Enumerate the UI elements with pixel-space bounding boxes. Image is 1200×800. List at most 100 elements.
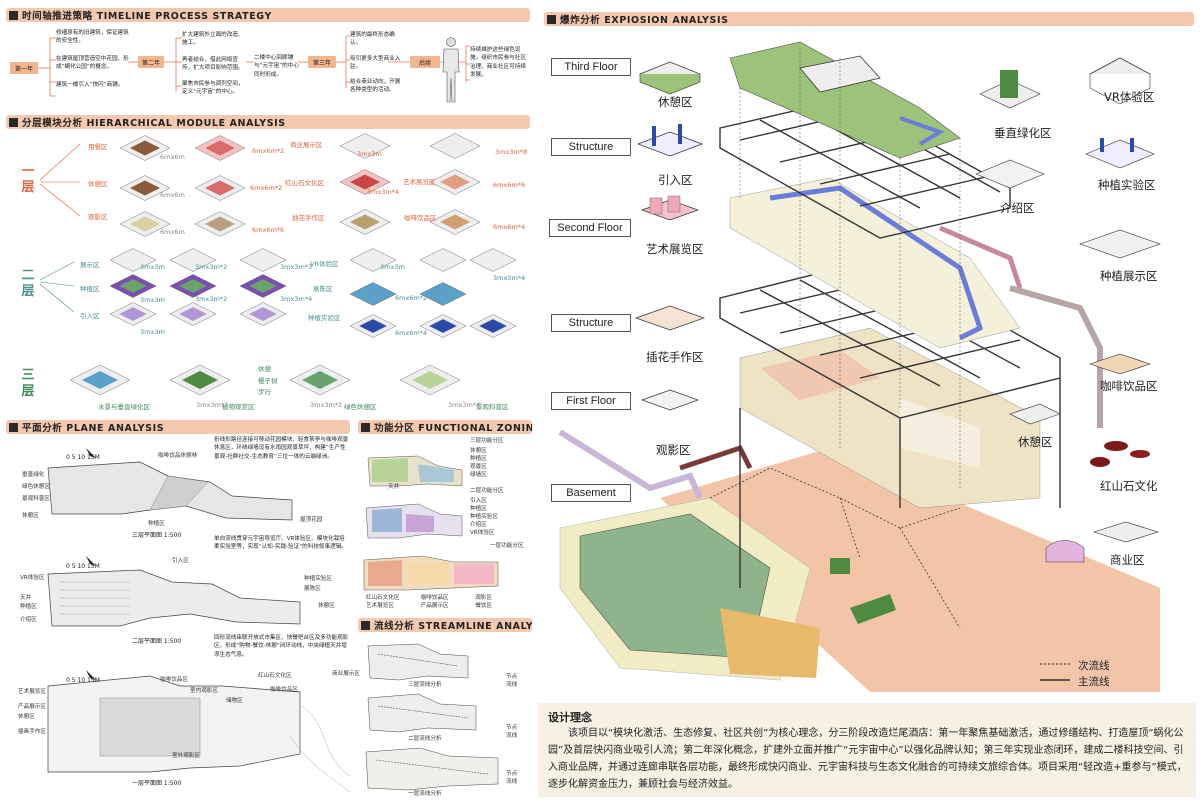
module-tile xyxy=(239,248,287,272)
timeline-header: 时间轴推进策略 TIMELINE PROCESS STRATEGY xyxy=(6,8,530,22)
p3-label: 绿色休憩区 xyxy=(22,484,50,490)
legend-main-flow: 主流线 xyxy=(1078,676,1110,688)
p2-label: VR体验区 xyxy=(20,575,45,581)
module-label-cinema: 观影区 xyxy=(88,213,108,221)
module-inner xyxy=(82,371,118,389)
p3-label: 休憩区 xyxy=(22,513,39,519)
zone-flower: 插花手作区 xyxy=(646,350,704,364)
p1-label: 插画手作区 xyxy=(18,729,46,735)
year3-box: 第三年 xyxy=(308,56,336,68)
dim: 3mx3m*2 xyxy=(195,295,228,303)
dim: 6mx6m*4 xyxy=(395,329,428,337)
zone-cafe: 咖啡饮品区 xyxy=(1100,379,1158,393)
p2-label: 种植区 xyxy=(20,604,37,610)
module-tile xyxy=(419,282,467,306)
zone-plant-lab: 种植实验区 xyxy=(1098,178,1156,192)
y3-item-2: 吸引更多大型商业入驻。 xyxy=(350,56,401,71)
module-inner xyxy=(130,216,160,232)
module-label-dining: 用餐区 xyxy=(88,143,108,151)
legend-item: 观影区 xyxy=(475,595,493,601)
header-square-icon xyxy=(361,422,370,432)
plane-2-desc: 单向流线贯穿元宇宙导览厅、VR体验区、模块化栽培柔实验室等，实现“认知-实践-验… xyxy=(214,536,347,551)
dim: 3mx3m*8 xyxy=(495,148,528,156)
stream-header: 流线分析 STREAMLINE ANALYSIS xyxy=(358,618,532,632)
module-tile xyxy=(349,282,397,306)
header-square-icon xyxy=(9,117,18,127)
zone-commerce: 商业区 xyxy=(1110,553,1145,567)
plane-3-desc: 折线形路径连接可移动花园模块、轻食茶亭与咖啡观景休息区，环绕绿墙设有水雨园观景草… xyxy=(214,437,349,460)
zone-redstone: 红山石文化 xyxy=(1100,479,1158,493)
floor-label-third: Third Floor xyxy=(551,58,631,76)
plane-header: 平面分析 PLANE ANALYSIS xyxy=(6,420,350,434)
p3-label: 种植区 xyxy=(148,521,165,527)
streamline-drawings xyxy=(365,643,499,791)
module-inner xyxy=(182,371,218,389)
func-well: 天井 xyxy=(388,484,400,490)
module-inner xyxy=(130,180,160,196)
p3-label: 景观科普区 xyxy=(22,496,50,502)
p1-label: 咖啡饮品区 xyxy=(160,677,188,683)
dim: 3mx3m*4 xyxy=(493,274,526,282)
dim: 6mx6m xyxy=(160,153,185,161)
person-figure-icon xyxy=(442,37,460,103)
legend-item: 介绍区 xyxy=(470,522,487,528)
zone-plant-show: 种植展示区 xyxy=(1100,269,1158,283)
module-inner xyxy=(205,216,235,232)
dim: 3mx3m*2 xyxy=(310,401,343,409)
header-square-icon xyxy=(361,620,370,630)
p2-label: 介绍区 xyxy=(20,617,37,623)
module-label-planting-view: 植物观赏区 xyxy=(222,403,255,411)
legend-item: 观景区 xyxy=(470,464,487,470)
design-concept-panel: 设计理念 该项目以“模块化激活、生态修复、社区共创”为核心理念，分三阶段改造烂尾… xyxy=(538,703,1196,797)
y1-item-1: 修缮原有的旧建筑，保证建筑的安全性。 xyxy=(56,30,129,45)
p1-label: 储物区 xyxy=(226,698,243,704)
module-label-plant: 种植区 xyxy=(80,285,100,293)
module-label-show: 展示区 xyxy=(80,261,100,269)
legend-item: 产品展示区 xyxy=(420,603,449,609)
y1-item-3: 建筑一楼引入“快闪”商铺。 xyxy=(56,82,124,88)
dim: 6mx6m*6 xyxy=(493,181,526,189)
module-label-green-rest: 绿色休憩区 xyxy=(344,403,377,411)
dim: 3mx3m*4 xyxy=(280,295,313,303)
dim: 6mx6m xyxy=(160,228,185,236)
legend-item: 种植实验区 xyxy=(470,514,498,520)
p1-label: 咖啡饮品区 xyxy=(270,687,298,693)
dim: 3mx3m xyxy=(380,263,405,271)
legend-item: 咖啡饮品区 xyxy=(420,595,449,601)
func-header: 功能分区 FUNCTIONAL ZONING xyxy=(358,420,532,434)
plane-scale-1: 0 5 10 15M xyxy=(66,677,100,684)
floor-label-structure-2: Structure xyxy=(551,314,631,332)
p1-label: 产品展示区 xyxy=(18,704,46,710)
module-label-science: 景观科普区 xyxy=(476,403,509,411)
y1-item-2: 在建筑屋顶营造空中花园，形成“蜗化公园”的概念。 xyxy=(56,56,129,71)
dim: 3mx3m*4 xyxy=(448,401,481,409)
y2-item-2: 再者结合，借此网络宣传，扩大项目影响范围。 xyxy=(182,57,244,72)
legend-item: 艺术展览区 xyxy=(366,603,394,609)
legend-item: 种植区 xyxy=(470,456,487,462)
design-title: 设计理念 xyxy=(548,711,592,724)
dim: 6mx6m*4 xyxy=(493,223,526,231)
hier-modules-drawing xyxy=(39,133,517,396)
legend-item: 引入区 xyxy=(470,498,487,504)
floor1-label: 一层 xyxy=(21,164,35,195)
zone-vertical-green: 垂直绿化区 xyxy=(994,126,1052,140)
header-square-icon xyxy=(9,422,18,432)
module-inner xyxy=(412,371,448,389)
func-zoning-drawings xyxy=(363,455,499,591)
module-label-redstone: 红山石文化区 xyxy=(285,179,324,187)
module-inner xyxy=(130,140,160,156)
year2-box: 第二年 xyxy=(138,56,164,68)
dim: 3mx3m*2 xyxy=(195,263,228,271)
dim: 6mx6m xyxy=(160,191,185,199)
y3-item-1: 建筑的最终形态确认。 xyxy=(350,32,395,47)
zone-rest-top: 休憩区 xyxy=(658,95,693,109)
module-label-art: 艺术展览区 xyxy=(403,178,436,186)
plane-scale-2: 0 5 10 15M xyxy=(66,563,100,570)
design-body: 该项目以“模块化激活、生态修复、社区共创”为核心理念，分三阶段改造烂尾酒店：第一… xyxy=(548,728,1187,790)
module-tile xyxy=(349,248,397,272)
plane-drawings xyxy=(47,448,351,793)
module-inner xyxy=(350,174,380,190)
legend-item: 种植区 xyxy=(470,506,487,512)
func-1-title: 一层功能分区 xyxy=(490,543,524,549)
plane-3-title: 三层平面图 1:500 xyxy=(132,532,182,539)
